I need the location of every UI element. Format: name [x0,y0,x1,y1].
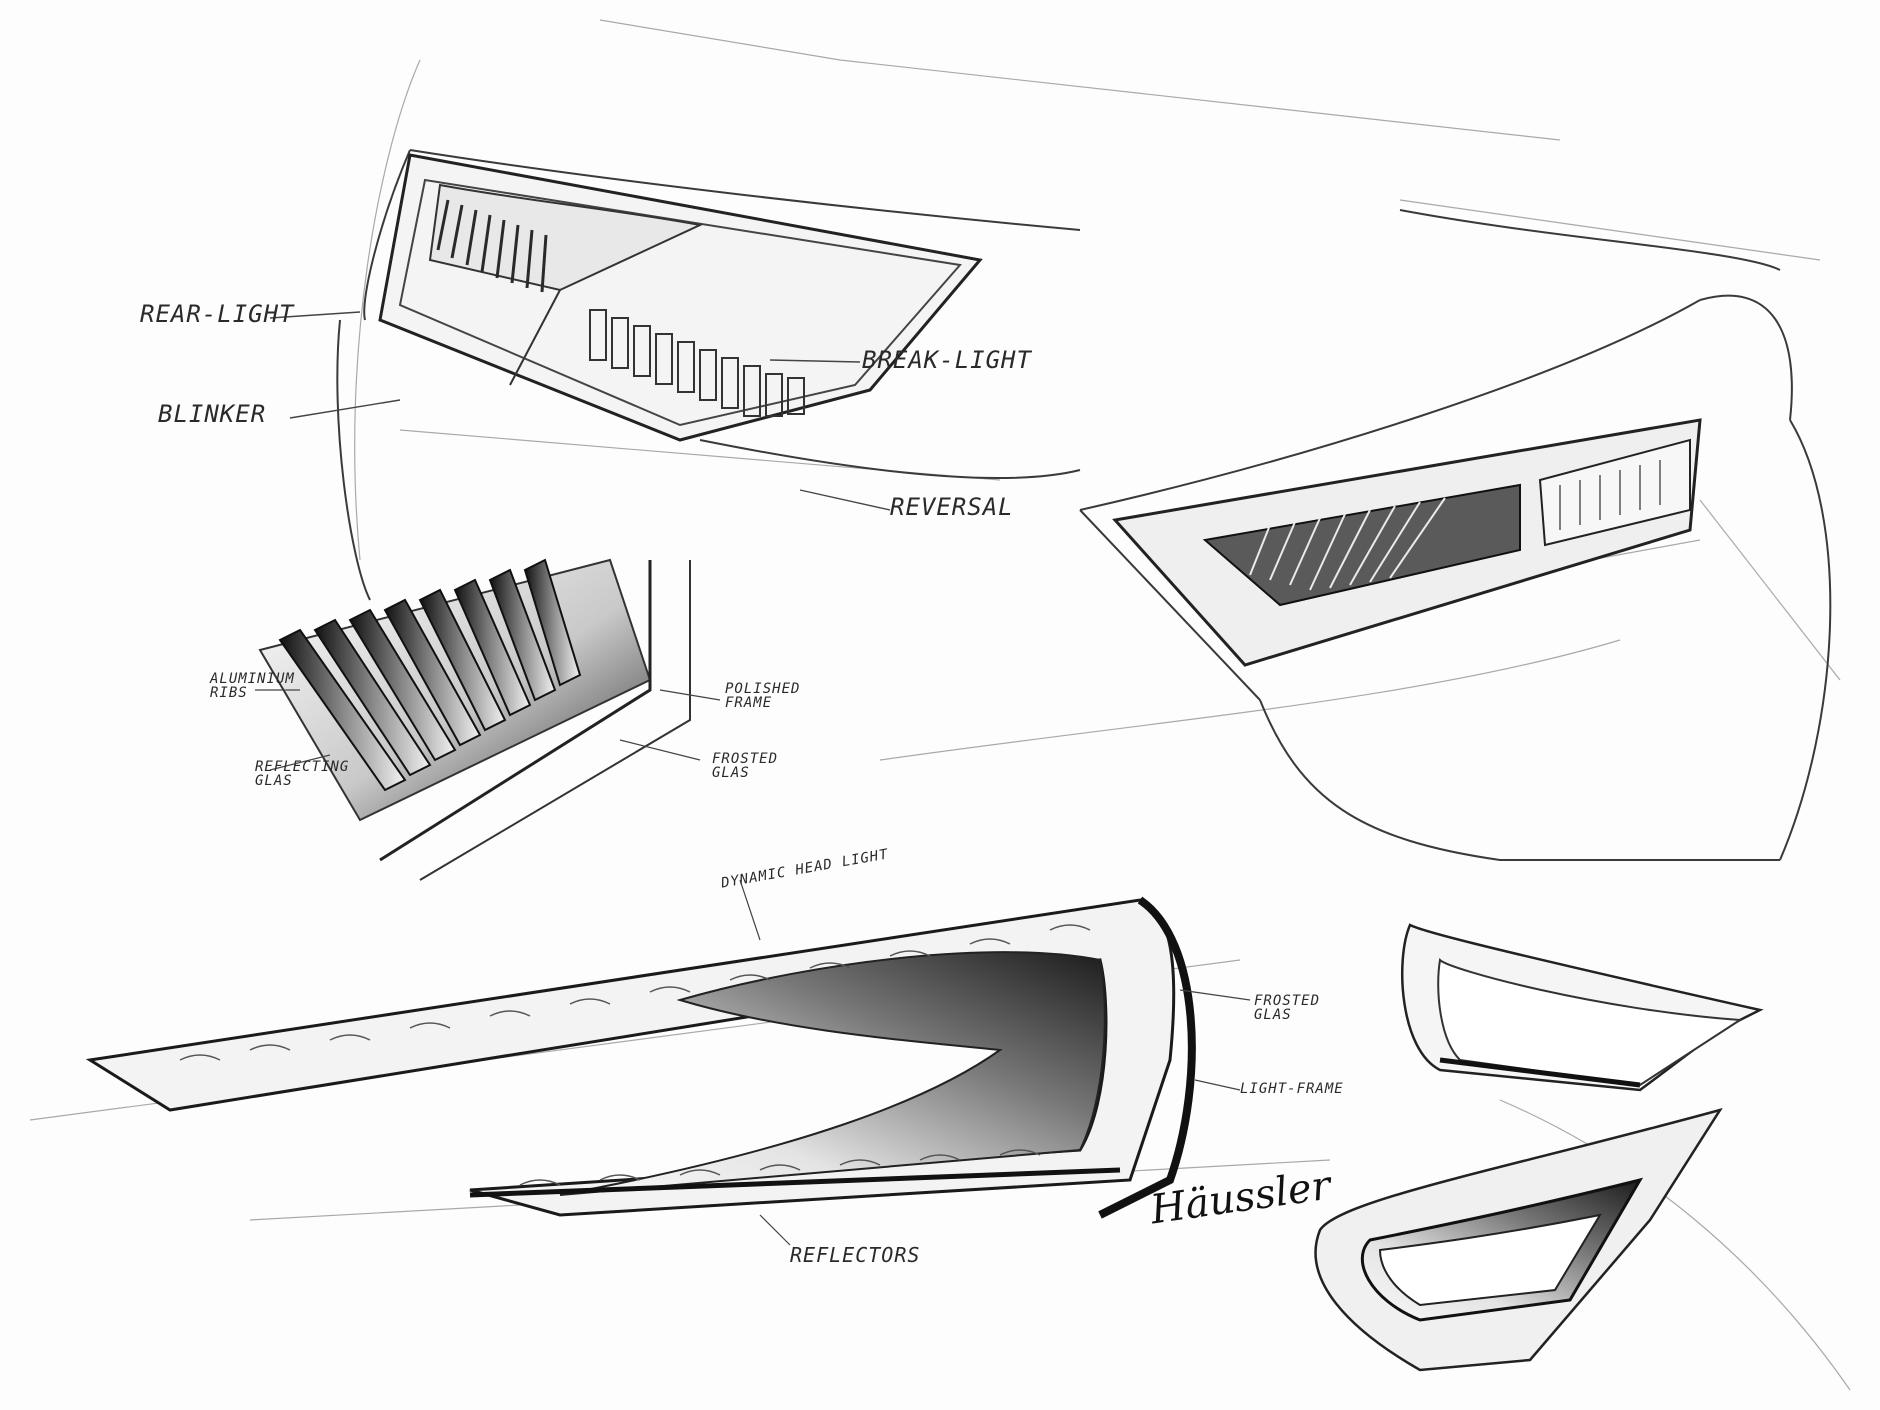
aluminium-ribs-detail [258,558,691,881]
rear-light-right [1112,418,1702,667]
label-polished-frame: POLISHED FRAME [725,681,801,711]
label-reflecting-glass: REFLECTING GLAS [255,759,350,789]
label-blinker: BLINKER [158,400,267,428]
label-reversal: REVERSAL [890,493,1014,521]
rear-light-upper [378,153,983,442]
label-rear-light: REAR-LIGHT [140,300,295,328]
dynamic-light-large [85,896,1196,1219]
small-light-upper-right [1401,923,1764,1092]
label-light-frame: LIGHT-FRAME [1240,1081,1344,1097]
label-frosted-glass-2: FROSTED GLAS [1254,993,1321,1023]
label-reflectors: REFLECTORS [790,1243,921,1267]
label-frosted-glass-1: FROSTED GLAS [712,751,779,781]
small-light-lower-right [1314,1107,1723,1372]
label-aluminium-ribs: ALUMINIUM RIBS [210,671,295,701]
label-break-light: BREAK-LIGHT [862,346,1032,374]
